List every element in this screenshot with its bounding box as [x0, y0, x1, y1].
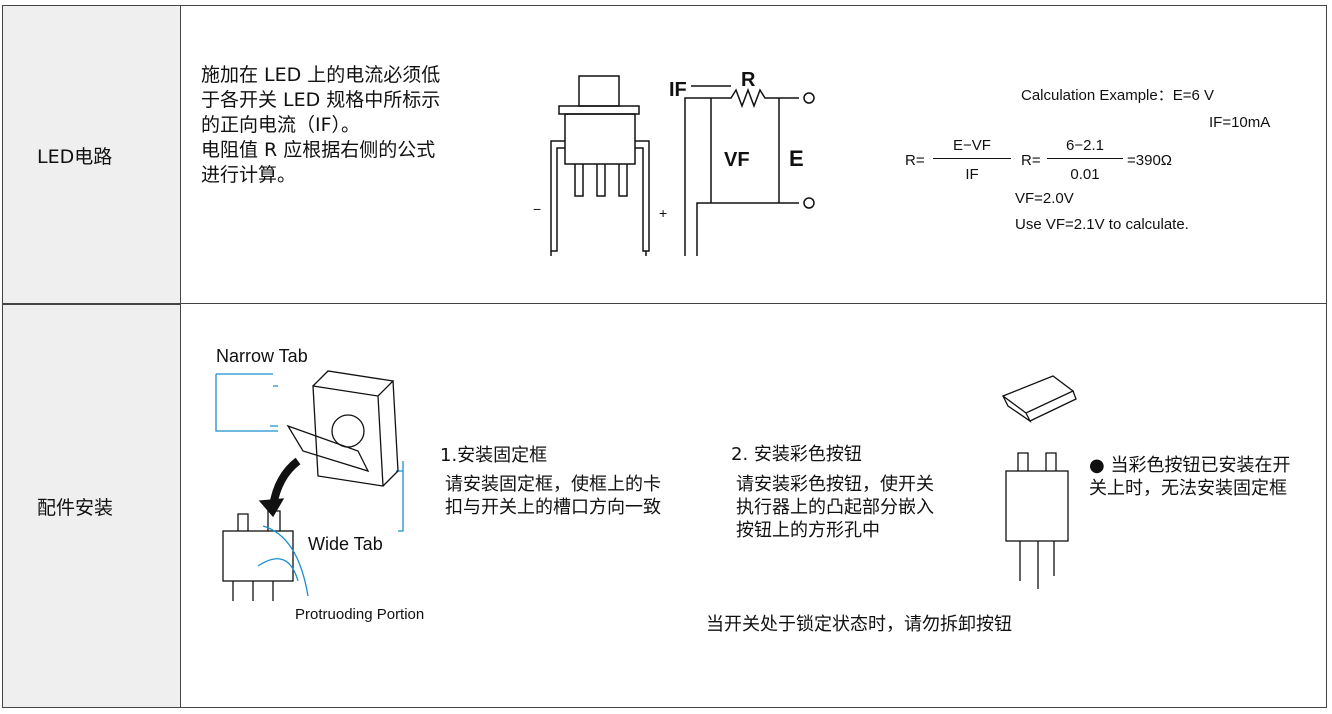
desc-line: 于各开关 LED 规格中所标示 — [201, 89, 441, 111]
step1-title: 1.安装固定框 — [440, 445, 548, 466]
warning-text: 当开关处于锁定状态时，请勿拆卸按钮 — [706, 614, 1012, 635]
frame-bottom — [286, 424, 370, 473]
narrow-tab-pointer — [215, 373, 278, 432]
row-divider — [3, 303, 1326, 304]
switch-body — [564, 113, 636, 165]
if-label: IF — [669, 79, 687, 101]
calc-denominator: 0.01 — [1070, 166, 1100, 183]
calc-r: R= — [1021, 152, 1041, 169]
row-header-led-circuit: LED电路 — [3, 6, 181, 304]
r-label: R — [741, 69, 756, 91]
step1-line: 扣与开关上的槽口方向一致 — [445, 497, 661, 518]
note: ● 当彩色按钮已安装在开 关上时，无法安装固定框 — [1089, 454, 1290, 500]
formula-r: R= — [905, 152, 925, 169]
step2-line: 执行器上的凸起部分嵌入 — [736, 497, 934, 518]
switch-actuator — [578, 75, 620, 107]
step2-title: 2. 安装彩色按钮 — [731, 444, 862, 465]
button-install-diagram — [1001, 375, 1077, 589]
calc-title: Calculation Example：E=6 V — [1021, 87, 1215, 104]
switch-body — [1005, 470, 1069, 542]
frame-install-diagram — [215, 370, 404, 601]
step2-line: 请安装彩色按钮，使开关 — [736, 474, 934, 495]
plus-sign: + — [659, 205, 667, 221]
arrow-head — [258, 498, 285, 518]
e-label: E — [789, 146, 804, 171]
vf-label: VF — [724, 149, 750, 171]
plus-terminal — [803, 92, 815, 104]
switch-top — [558, 105, 640, 115]
frame-hole — [331, 414, 365, 448]
protruding-portion-label: Protruoding Portion — [295, 606, 425, 623]
formula-numerator: E−VF — [933, 137, 1011, 159]
calc-note: Use VF=2.1V to calculate. — [1015, 216, 1189, 233]
note-line: 关上时，无法安装固定框 — [1089, 478, 1287, 499]
note-line: 当彩色按钮已安装在开 — [1110, 455, 1291, 476]
minus-sign: − — [533, 201, 541, 217]
led-circuit-diagram: IF R VF E + − — [533, 69, 815, 256]
switch-parts — [232, 510, 281, 601]
step2-text: 请安装彩色按钮，使开关 执行器上的凸起部分嵌入 按钮上的方形孔中 — [736, 473, 934, 542]
formula-denominator: IF — [965, 166, 979, 183]
color-button — [1001, 375, 1077, 423]
switch-parts — [1017, 452, 1057, 589]
minus-terminal — [803, 197, 815, 209]
calc-result: =390Ω — [1127, 152, 1172, 169]
calc-numerator: 6−2.1 — [1047, 137, 1123, 159]
switch-pins — [574, 164, 628, 197]
wire-anode — [645, 87, 799, 256]
desc-line: 的正向电流（IF）。 — [201, 114, 361, 136]
step1-line: 请安装固定框，使框上的卡 — [445, 474, 661, 495]
row-header-accessory-install: 配件安装 — [3, 304, 181, 707]
calc-if-value: IF=10mA — [1209, 114, 1271, 131]
protruding-pointer — [257, 525, 309, 597]
desc-line: 施加在 LED 上的电流必须低 — [201, 64, 441, 86]
wire-cathode — [550, 202, 799, 256]
desc-line: 进行计算。 — [201, 164, 297, 186]
step2-line: 按钮上的方形孔中 — [736, 520, 880, 541]
narrow-tab-label: Narrow Tab — [216, 346, 308, 366]
bullet-icon: ● — [1089, 455, 1105, 476]
switch-body — [222, 530, 294, 582]
frame-body — [312, 370, 399, 487]
step1-text: 请安装固定框，使框上的卡 扣与开关上的槽口方向一致 — [445, 473, 661, 519]
desc-line: 电阻值 R 应根据右侧的公式 — [201, 139, 436, 161]
wide-tab-label: Wide Tab — [308, 534, 383, 554]
voltage-arrows — [710, 98, 780, 203]
spec-table: LED电路 配件安装 施加在 LED 上的电流必须低 于各开关 LED 规格中所… — [2, 5, 1327, 708]
led-description: 施加在 LED 上的电流必须低 于各开关 LED 规格中所标示 的正向电流（IF… — [201, 63, 501, 188]
vf-value: VF=2.0V — [1015, 190, 1074, 207]
